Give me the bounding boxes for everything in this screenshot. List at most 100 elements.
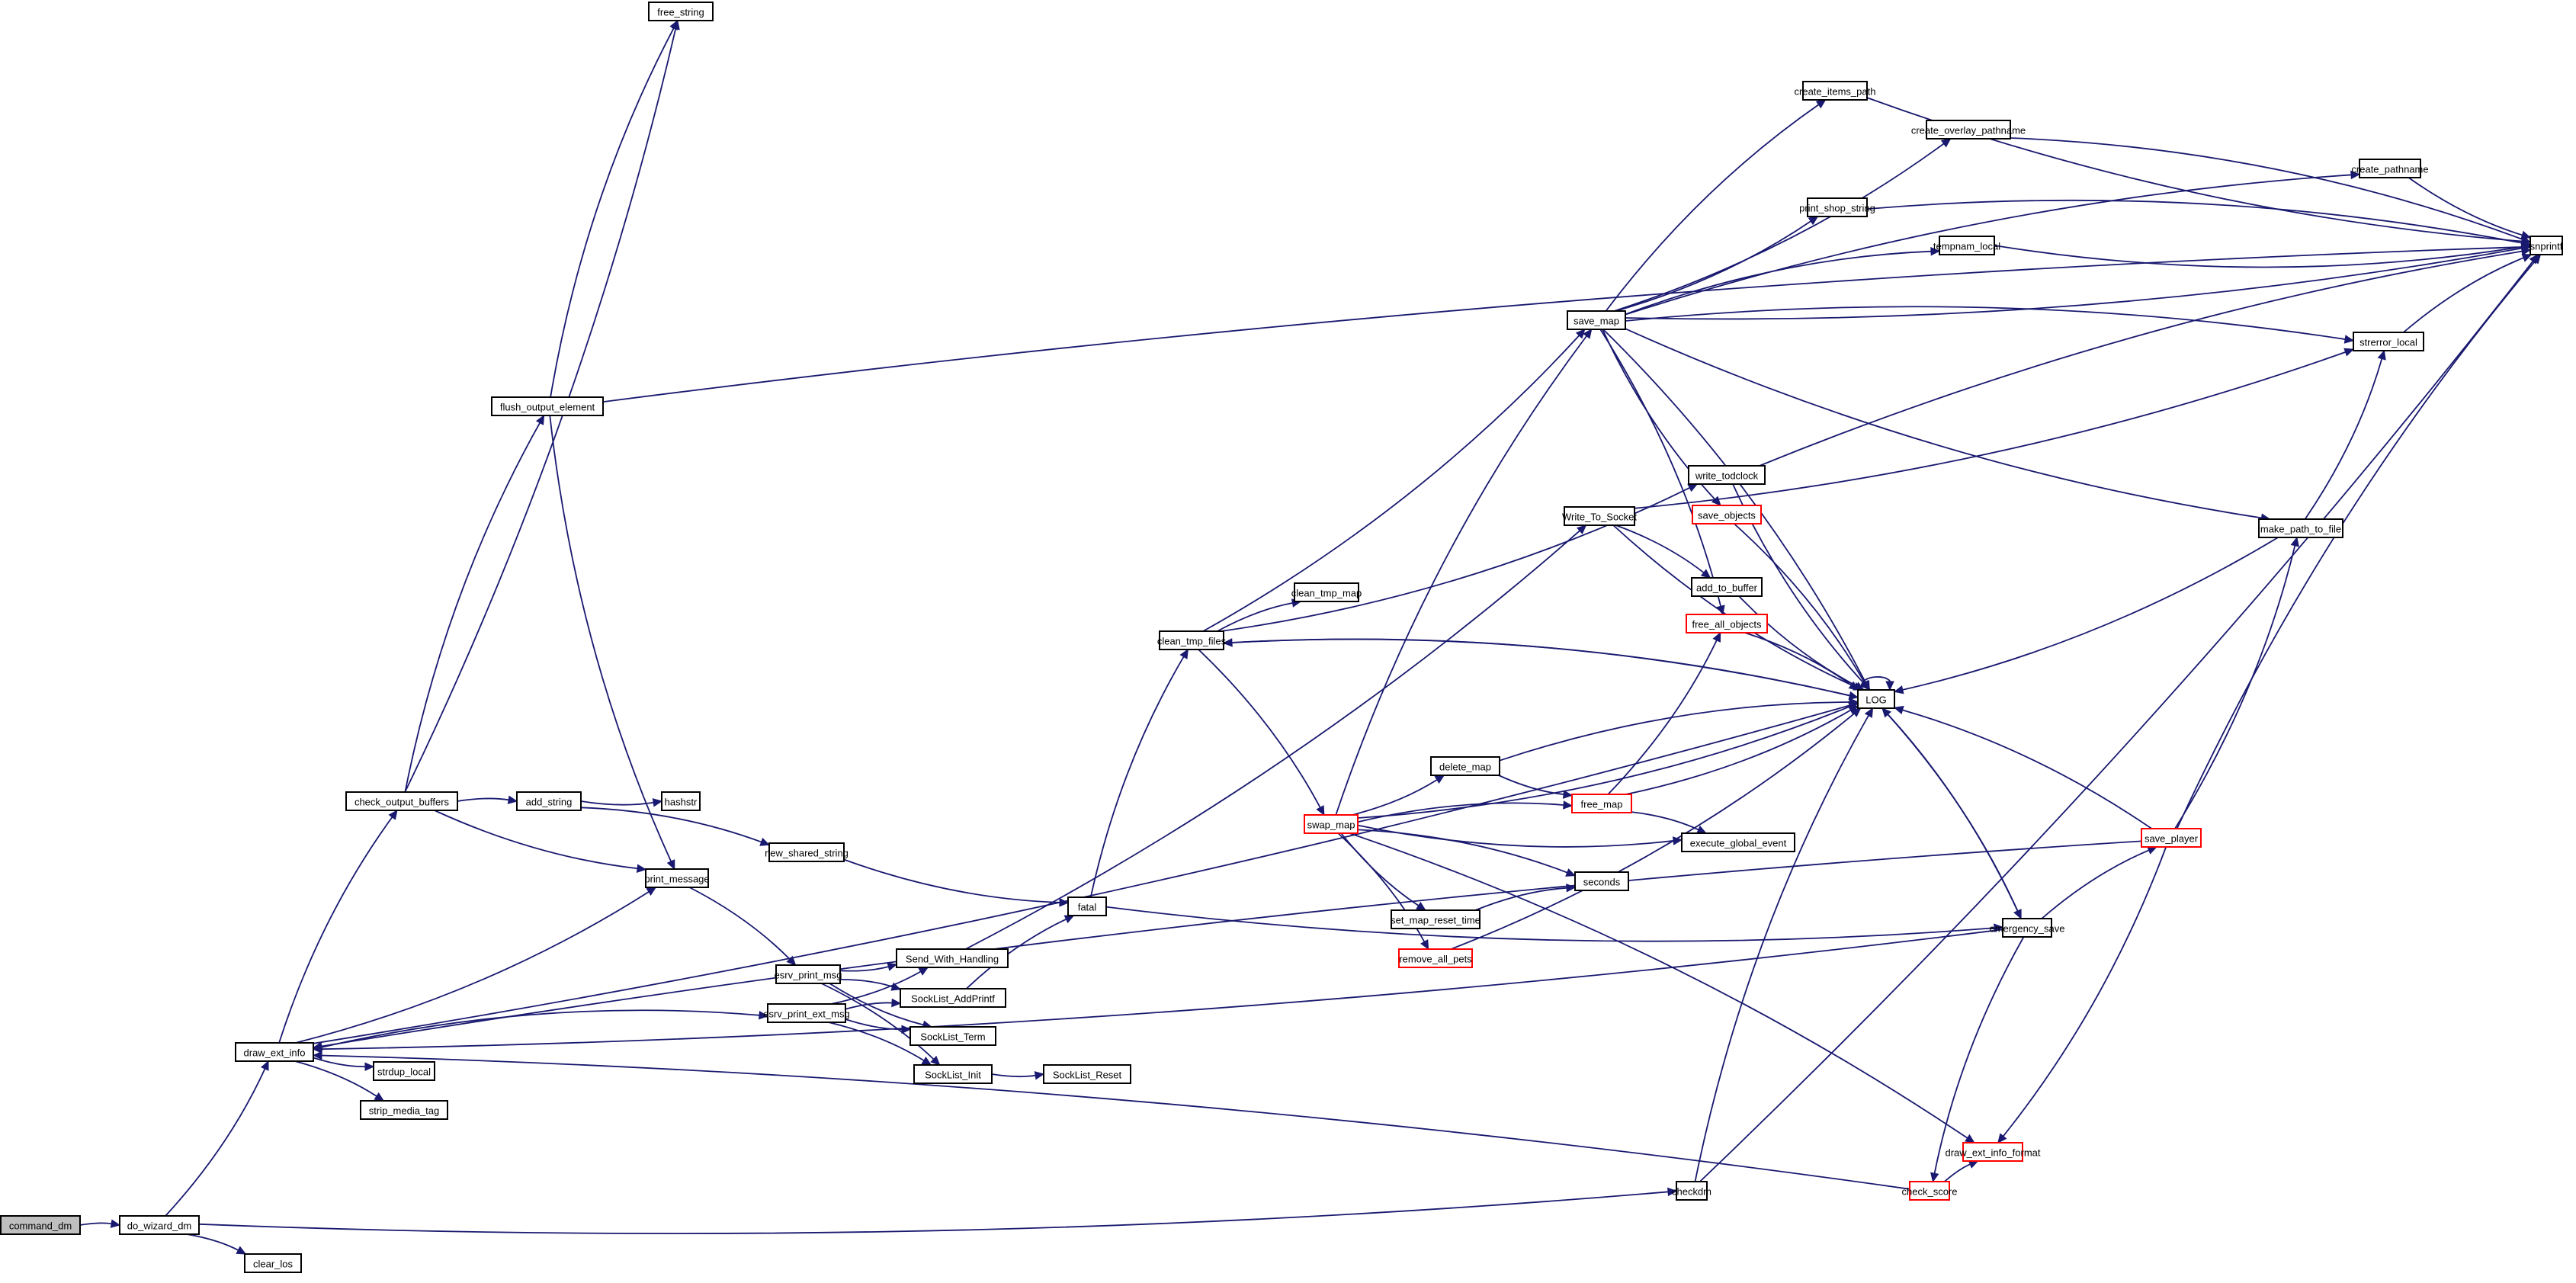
node-add_string[interactable]: add_string: [516, 791, 582, 811]
node-write_todclock[interactable]: write_todclock: [1688, 465, 1766, 485]
node-box[interactable]: [767, 1003, 846, 1023]
node-box[interactable]: [1391, 909, 1480, 929]
node-esrv_print_ext_msg[interactable]: esrv_print_ext_msg: [763, 1003, 850, 1023]
node-SockList_Reset[interactable]: SockList_Reset: [1043, 1064, 1131, 1084]
node-check_score[interactable]: check_score: [1902, 1181, 1958, 1201]
node-box[interactable]: [491, 396, 604, 416]
node-draw_ext_info_format[interactable]: draw_ext_info_format: [1945, 1142, 2041, 1162]
node-box[interactable]: [244, 1253, 302, 1273]
node-SockList_Init[interactable]: SockList_Init: [913, 1064, 993, 1084]
node-emergency_save[interactable]: emergency_save: [1990, 918, 2065, 938]
node-box[interactable]: [645, 868, 709, 888]
node-add_to_buffer[interactable]: add_to_buffer: [1691, 577, 1763, 597]
node-free_string[interactable]: free_string: [648, 2, 714, 21]
node-create_overlay_pathname[interactable]: create_overlay_pathname: [1911, 120, 2026, 140]
node-SockList_Term[interactable]: SockList_Term: [909, 1026, 996, 1046]
node-box[interactable]: [235, 1042, 314, 1062]
node-box[interactable]: [1676, 1181, 1708, 1201]
node-hashstr[interactable]: hashstr: [661, 791, 701, 811]
node-box[interactable]: [2359, 159, 2421, 178]
node-box[interactable]: [345, 791, 458, 811]
node-strerror_local[interactable]: strerror_local: [2353, 332, 2424, 351]
node-box[interactable]: [516, 791, 582, 811]
node-create_items_path[interactable]: create_items_path: [1795, 81, 1876, 101]
node-box[interactable]: [1686, 614, 1768, 633]
node-box[interactable]: [1430, 756, 1500, 776]
node-do_wizard_dm[interactable]: do_wizard_dm: [119, 1215, 200, 1235]
node-box[interactable]: [360, 1100, 448, 1120]
node-box[interactable]: [661, 791, 701, 811]
node-box[interactable]: [1159, 630, 1224, 650]
node-box[interactable]: [1688, 465, 1766, 485]
node-make_path_to_file[interactable]: make_path_to_file: [2258, 518, 2343, 538]
node-box[interactable]: [1681, 832, 1795, 852]
node-box[interactable]: [1857, 689, 1895, 709]
node-box[interactable]: [1304, 814, 1359, 834]
node-box[interactable]: [2002, 918, 2052, 938]
node-clean_tmp_map[interactable]: clean_tmp_map: [1291, 582, 1362, 602]
node-box[interactable]: [900, 988, 1006, 1008]
node-box[interactable]: [775, 964, 841, 984]
node-strip_media_tag[interactable]: strip_media_tag: [360, 1100, 448, 1120]
node-box[interactable]: [1574, 871, 1629, 891]
node-box[interactable]: [1691, 577, 1763, 597]
node-save_player[interactable]: save_player: [2141, 828, 2202, 848]
node-free_all_objects[interactable]: free_all_objects: [1686, 614, 1768, 633]
node-free_map[interactable]: free_map: [1571, 794, 1632, 813]
node-SockList_AddPrintf[interactable]: SockList_AddPrintf: [900, 988, 1006, 1008]
node-execute_global_event[interactable]: execute_global_event: [1681, 832, 1795, 852]
node-draw_ext_info[interactable]: draw_ext_info: [235, 1042, 314, 1062]
node-box[interactable]: [1807, 197, 1868, 217]
node-tempnam_local[interactable]: tempnam_local: [1933, 236, 2000, 255]
node-box[interactable]: [1043, 1064, 1131, 1084]
node-box[interactable]: [2258, 518, 2343, 538]
node-box[interactable]: [1692, 505, 1762, 524]
node-box[interactable]: [119, 1215, 200, 1235]
node-checkdm[interactable]: checkdm: [1672, 1181, 1711, 1201]
node-print_shop_string[interactable]: print_shop_string: [1799, 197, 1875, 217]
node-clear_los[interactable]: clear_los: [244, 1253, 302, 1273]
node-box[interactable]: [1294, 582, 1359, 602]
node-box[interactable]: [1564, 506, 1635, 526]
node-check_output_buffers[interactable]: check_output_buffers: [345, 791, 458, 811]
node-box[interactable]: [2353, 332, 2424, 351]
node-box[interactable]: [373, 1061, 435, 1081]
node-box[interactable]: [1567, 310, 1626, 330]
node-Write_To_Socket[interactable]: Write_To_Socket: [1562, 506, 1637, 526]
node-new_shared_string[interactable]: new_shared_string: [765, 842, 849, 862]
node-remove_all_pets[interactable]: remove_all_pets: [1398, 948, 1473, 968]
node-esrv_print_msg[interactable]: esrv_print_msg: [775, 964, 842, 984]
node-LOG[interactable]: LOG: [1857, 689, 1895, 709]
node-save_objects[interactable]: save_objects: [1692, 505, 1762, 524]
node-save_map[interactable]: save_map: [1567, 310, 1626, 330]
node-create_pathname[interactable]: create_pathname: [2351, 159, 2429, 178]
node-box[interactable]: [913, 1064, 993, 1084]
node-fatal[interactable]: fatal: [1067, 896, 1107, 916]
node-box[interactable]: [1939, 236, 1995, 255]
node-Send_With_Handling[interactable]: Send_With_Handling: [896, 948, 1009, 968]
node-delete_map[interactable]: delete_map: [1430, 756, 1500, 776]
node-strdup_local[interactable]: strdup_local: [373, 1061, 435, 1081]
node-box[interactable]: [1571, 794, 1632, 813]
node-box[interactable]: [1926, 120, 2011, 140]
node-box[interactable]: [0, 1215, 81, 1235]
node-seconds[interactable]: seconds: [1574, 871, 1629, 891]
node-box[interactable]: [768, 842, 845, 862]
node-snprintf[interactable]: snprintf: [2529, 236, 2563, 255]
node-box[interactable]: [896, 948, 1009, 968]
node-box[interactable]: [1962, 1142, 2023, 1162]
node-set_map_reset_time[interactable]: set_map_reset_time: [1391, 909, 1480, 929]
node-box[interactable]: [1398, 948, 1473, 968]
node-box[interactable]: [1067, 896, 1107, 916]
node-box[interactable]: [1909, 1181, 1950, 1201]
node-clean_tmp_files[interactable]: clean_tmp_files: [1157, 630, 1227, 650]
node-box[interactable]: [2141, 828, 2202, 848]
node-box[interactable]: [648, 2, 714, 21]
node-command_dm[interactable]: command_dm: [0, 1215, 81, 1235]
node-flush_output_element[interactable]: flush_output_element: [491, 396, 604, 416]
node-box[interactable]: [2529, 236, 2563, 255]
node-box[interactable]: [909, 1026, 996, 1046]
node-print_message[interactable]: print_message: [644, 868, 710, 888]
node-box[interactable]: [1802, 81, 1868, 101]
node-swap_map[interactable]: swap_map: [1304, 814, 1359, 834]
